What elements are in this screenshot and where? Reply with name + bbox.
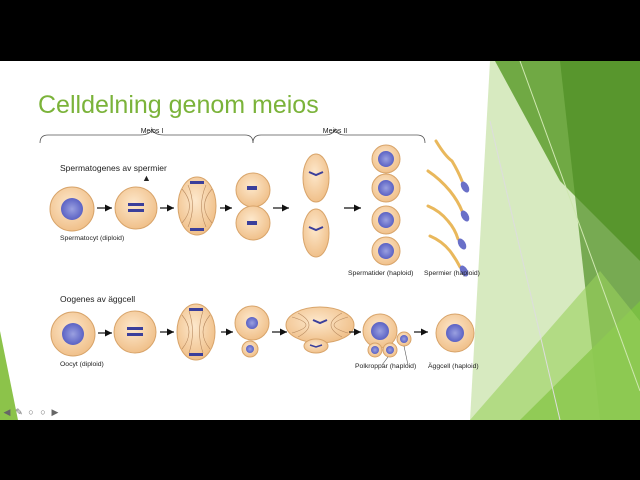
- arrow-left-icon[interactable]: ◀: [3, 407, 11, 417]
- oogenesis-metaphase1-cell: [113, 310, 157, 354]
- arrow-right-icon[interactable]: ▶: [51, 407, 59, 417]
- meios2-cells: [302, 153, 330, 258]
- pen-icon[interactable]: ✎: [15, 407, 23, 417]
- cursor-icon: ▲: [142, 173, 151, 183]
- oogenesis-anaphase1-cell: [176, 303, 216, 361]
- meios1-bracket: Meios I: [39, 127, 254, 144]
- egg-cell: [435, 313, 475, 353]
- spermatid-cells: [371, 144, 401, 266]
- polar-bodies-label: Polkroppar (haploid): [355, 363, 416, 370]
- oogenesis-telophase1-cells: [234, 305, 270, 358]
- menu-icon[interactable]: ○: [28, 407, 34, 417]
- green-decoration: [0, 61, 640, 420]
- meiosis-diagram: Meios I Meios II Spermatogenes av spermi…: [39, 127, 480, 370]
- slide: Celldelning genom meios Meios I Meios II: [0, 61, 640, 420]
- meios1-label: Meios I: [141, 128, 164, 135]
- oocyte-label: Oocyt (diploid): [60, 361, 104, 368]
- oogenesis-heading: Oogenes av äggcell: [60, 294, 135, 304]
- spermatocyte-label: Spermatocyt (diploid): [60, 235, 124, 242]
- sperm-cells: [426, 139, 470, 277]
- spermatocyte-cell: [49, 186, 95, 232]
- slide-nav: ◀ ✎ ○ ○ ▶: [2, 407, 60, 417]
- egg-label: Äggcell (haploid): [428, 362, 479, 370]
- oocyte-cell: [50, 311, 96, 357]
- spermatids-label: Spermatider (haploid): [348, 270, 413, 277]
- meios2-bracket: Meios II: [252, 127, 426, 144]
- slide-title: Celldelning genom meios: [38, 91, 319, 119]
- sperm-label: Spermier (haploid): [424, 270, 480, 277]
- meios2-label: Meios II: [323, 128, 348, 135]
- spermatogenesis-heading: Spermatogenes av spermier: [60, 163, 167, 173]
- anaphase1-cell: [177, 176, 217, 236]
- oogenesis-meios2-cell: [285, 306, 355, 354]
- metaphase1-cell: [114, 186, 158, 230]
- zoom-icon[interactable]: ○: [40, 407, 46, 417]
- telophase1-cells: [235, 172, 271, 241]
- polar-bodies-cluster: [362, 313, 412, 366]
